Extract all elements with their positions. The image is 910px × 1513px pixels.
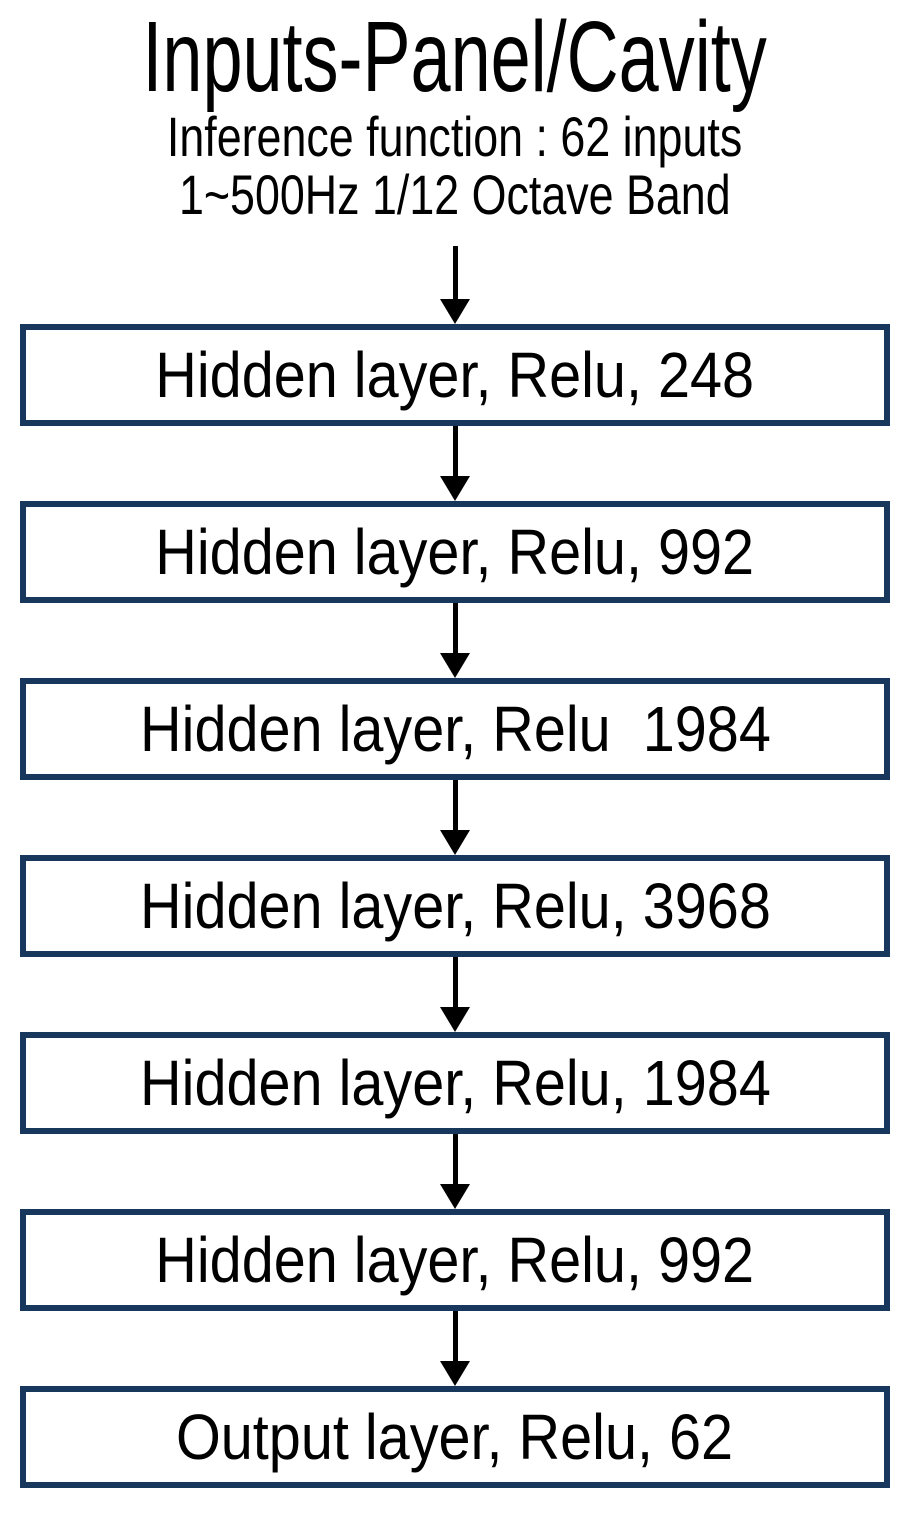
arrow-head <box>440 1184 470 1209</box>
arrow-stem <box>452 780 458 830</box>
layer-box-hidden-1: Hidden layer, Relu, 248 <box>20 324 890 426</box>
layer-label: Hidden layer, Relu, 248 <box>155 339 755 411</box>
arrow-stem <box>452 957 458 1007</box>
arrow-head <box>440 299 470 324</box>
layer-label: Hidden layer, Relu 1984 <box>139 693 771 765</box>
arrow-stem <box>452 603 458 653</box>
down-arrow-icon <box>440 780 470 855</box>
down-arrow-icon <box>440 246 470 324</box>
arrow-head <box>440 476 470 501</box>
down-arrow-icon <box>440 603 470 678</box>
subtitle-octave-band: 1~500Hz 1/12 Octave Band <box>179 163 731 226</box>
layer-box-hidden-2: Hidden layer, Relu, 992 <box>20 501 890 603</box>
down-arrow-icon <box>440 1134 470 1209</box>
layer-box-hidden-6: Hidden layer, Relu, 992 <box>20 1209 890 1311</box>
arrow-head <box>440 653 470 678</box>
arrow-head <box>440 830 470 855</box>
layer-label: Hidden layer, Relu, 992 <box>155 516 755 588</box>
layer-box-hidden-5: Hidden layer, Relu, 1984 <box>20 1032 890 1134</box>
diagram-title: Inputs-Panel/Cavity <box>142 1 768 113</box>
layer-label: Output layer, Relu, 62 <box>176 1401 734 1473</box>
layer-box-output: Output layer, Relu, 62 <box>20 1386 890 1488</box>
down-arrow-icon <box>440 426 470 501</box>
arrow-stem <box>452 426 458 476</box>
arrow-stem <box>452 1311 458 1361</box>
layer-box-hidden-3: Hidden layer, Relu 1984 <box>20 678 890 780</box>
layer-label: Hidden layer, Relu, 3968 <box>139 870 771 942</box>
arrow-stem <box>452 246 458 299</box>
layer-box-hidden-4: Hidden layer, Relu, 3968 <box>20 855 890 957</box>
arrow-stem <box>452 1134 458 1184</box>
subtitle-inference-function: Inference function : 62 inputs <box>167 105 743 168</box>
down-arrow-icon <box>440 1311 470 1386</box>
layer-label: Hidden layer, Relu, 1984 <box>139 1047 771 1119</box>
layer-label: Hidden layer, Relu, 992 <box>155 1224 755 1296</box>
arrow-head <box>440 1007 470 1032</box>
down-arrow-icon <box>440 957 470 1032</box>
arrow-head <box>440 1361 470 1386</box>
